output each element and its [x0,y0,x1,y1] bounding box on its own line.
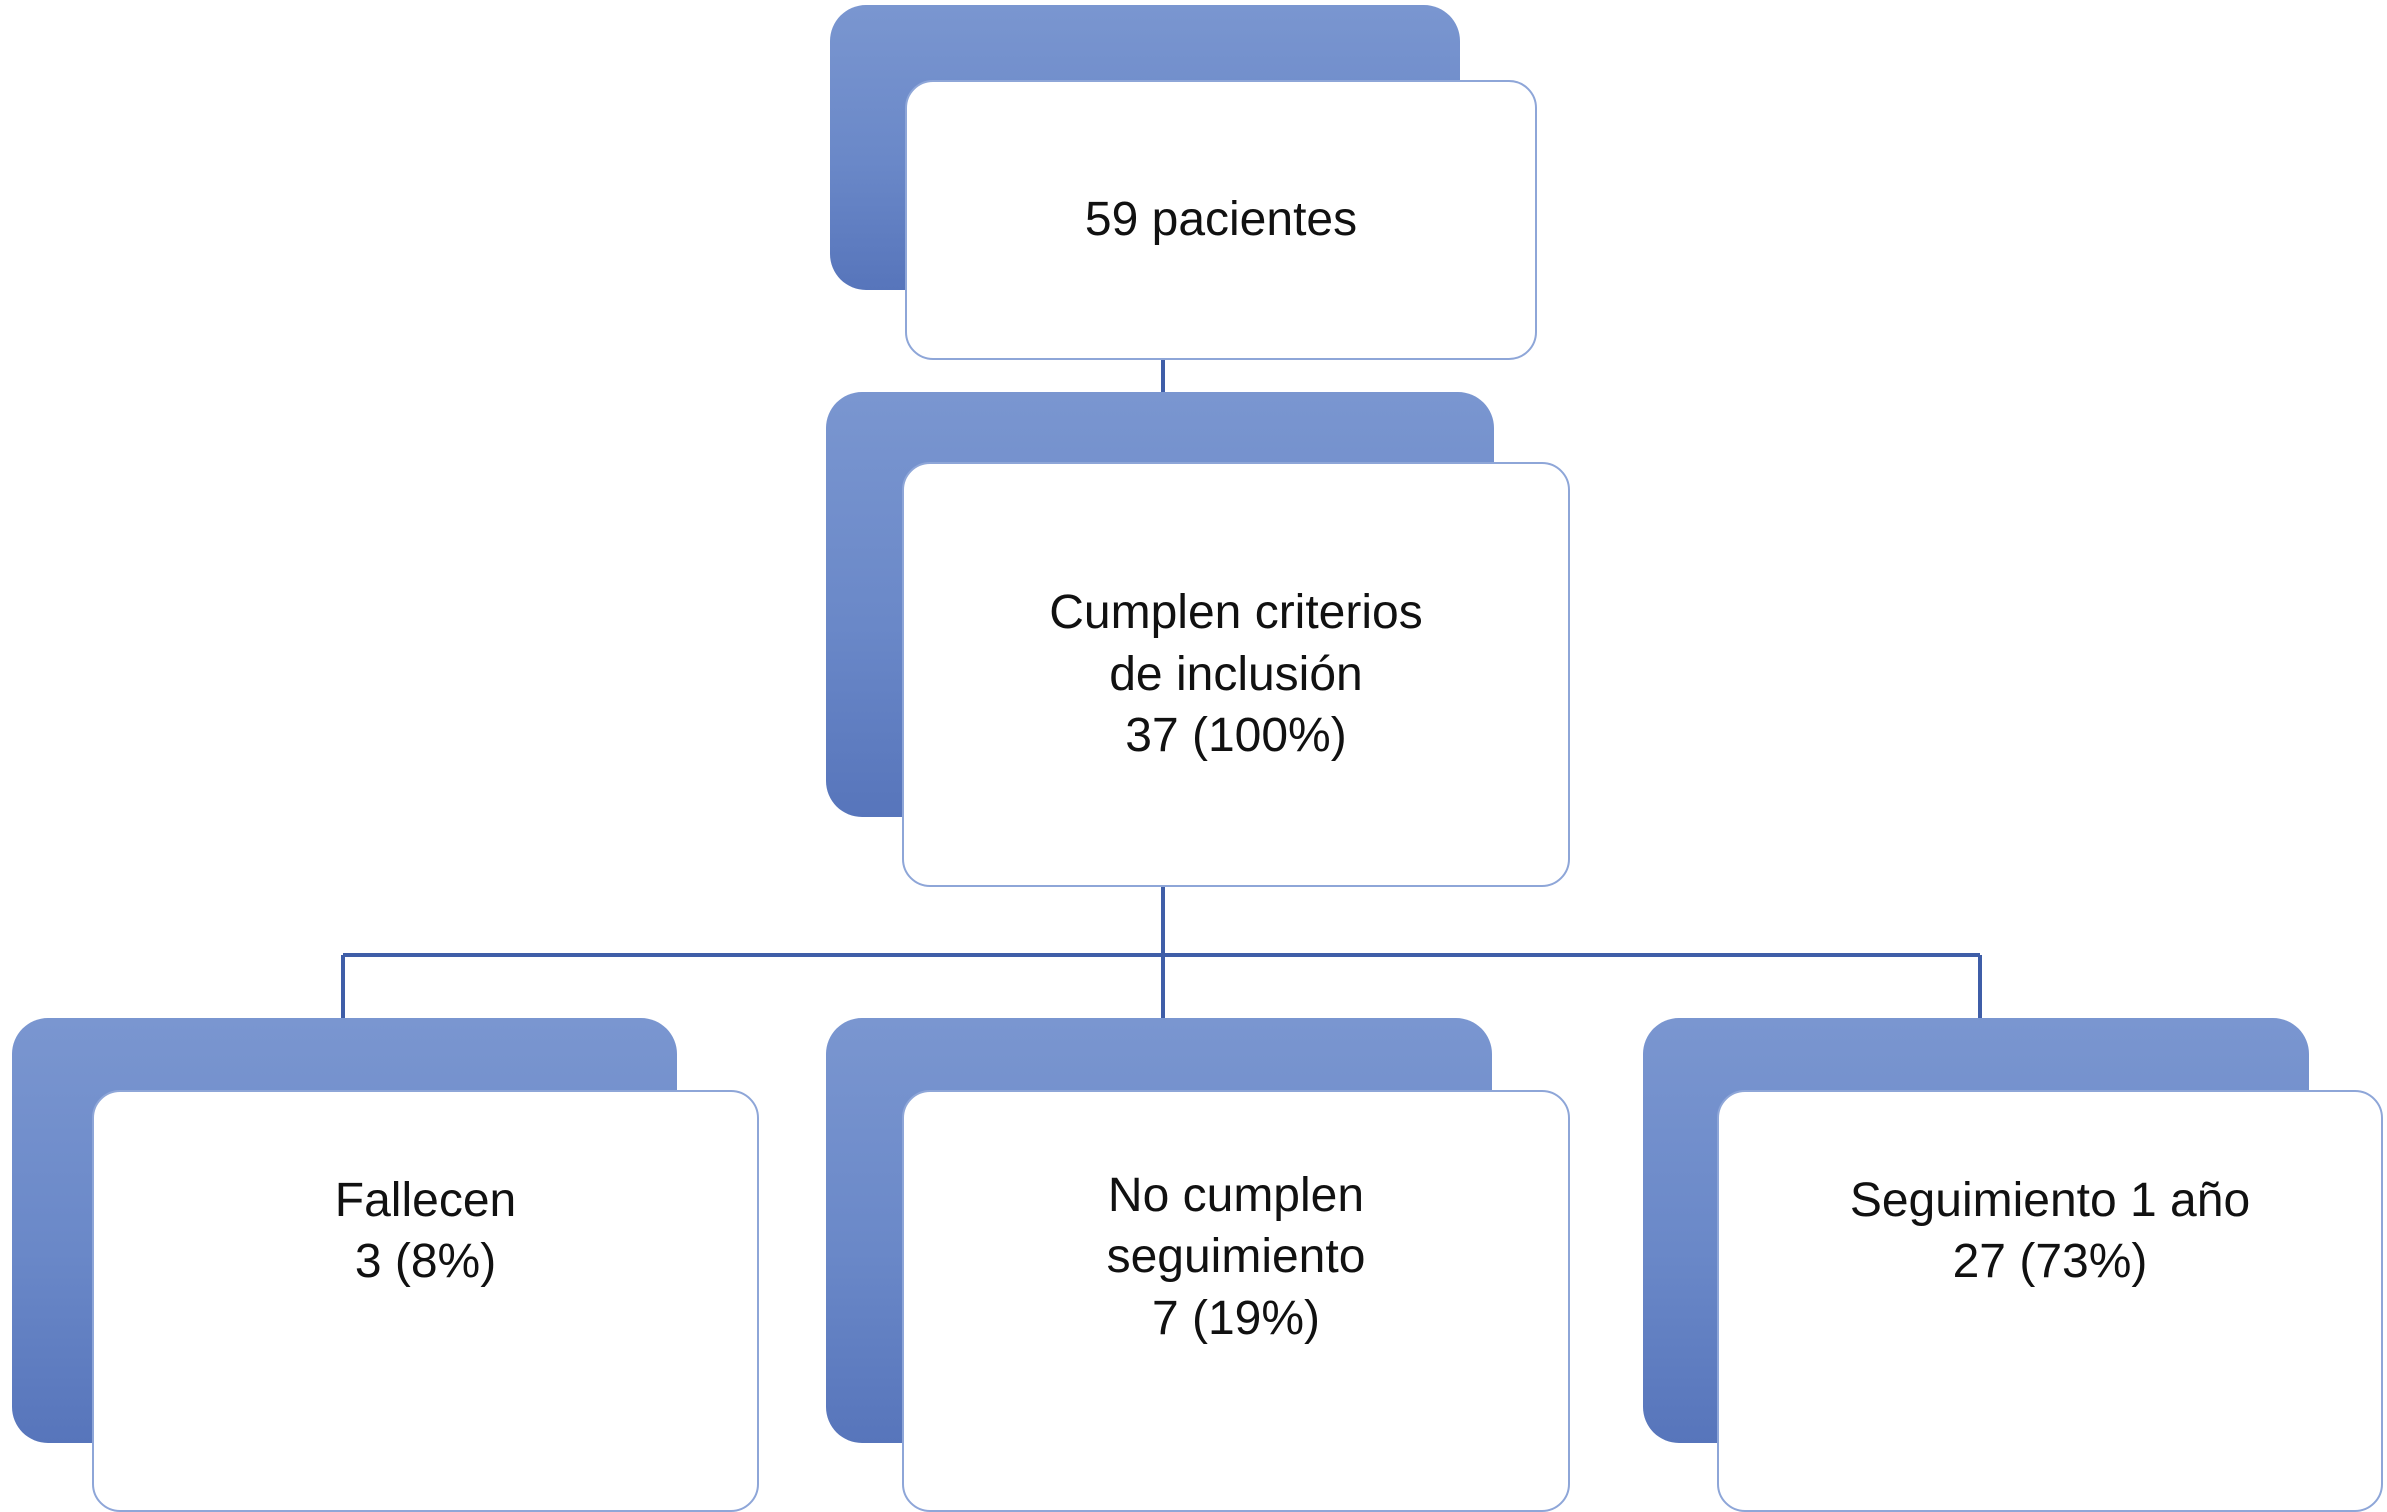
node-included-box: Cumplen criterios de inclusión 37 (100%) [902,462,1570,887]
node-died-label: Fallecen 3 (8%) [334,1173,517,1288]
node-no-followup: No cumplen seguimiento 7 (19%) [826,1018,1570,1512]
node-followup-label: Seguimiento 1 año 27 (73%) [1849,1173,2251,1288]
node-died: Fallecen 3 (8%) [12,1018,759,1512]
node-root-label: 59 pacientes [1084,193,1358,247]
node-included-label: Cumplen criterios de inclusión 37 (100%) [1049,586,1423,763]
node-no-followup-box: No cumplen seguimiento 7 (19%) [902,1090,1570,1512]
node-followup-box: Seguimiento 1 año 27 (73%) [1717,1090,2383,1512]
node-died-box: Fallecen 3 (8%) [92,1090,759,1512]
node-included: Cumplen criterios de inclusión 37 (100%) [826,392,1570,887]
node-followup: Seguimiento 1 año 27 (73%) [1643,1018,2383,1512]
node-root: 59 pacientes [830,5,1537,360]
node-no-followup-label: No cumplen seguimiento 7 (19%) [1106,1168,1366,1345]
node-root-box: 59 pacientes [905,80,1537,360]
